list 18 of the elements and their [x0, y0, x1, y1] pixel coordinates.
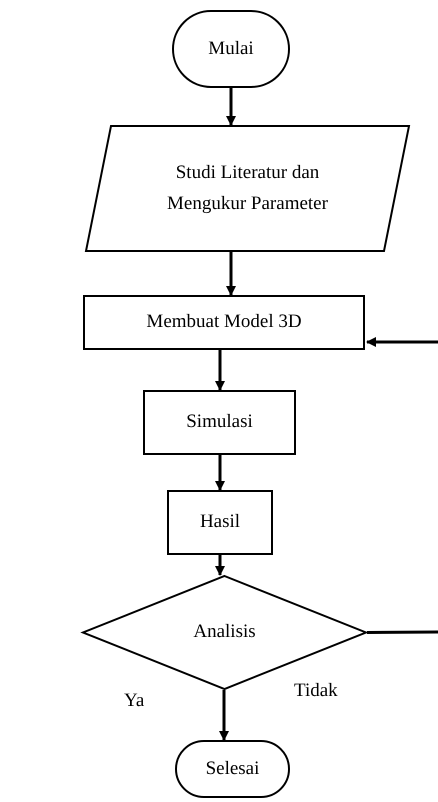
node-label: Simulasi — [185, 410, 254, 434]
process-box — [143, 390, 296, 455]
arrow — [226, 252, 236, 296]
node-label: Membuat Model 3D — [145, 310, 303, 334]
arrow — [366, 337, 438, 347]
arrow — [215, 350, 225, 391]
process-box — [83, 295, 365, 350]
connector-line — [366, 630, 438, 634]
arrow — [215, 455, 225, 491]
node-label: Analisis — [192, 620, 257, 644]
process-box — [167, 490, 273, 555]
node-label: Studi Literatur dan Mengukur Parameter — [166, 161, 329, 216]
arrow — [219, 690, 229, 741]
node-label: Hasil — [198, 510, 242, 534]
arrow — [226, 88, 236, 126]
node-label: Mulai — [207, 36, 255, 61]
arrow — [215, 555, 225, 576]
node-label: Selesai — [204, 756, 260, 781]
